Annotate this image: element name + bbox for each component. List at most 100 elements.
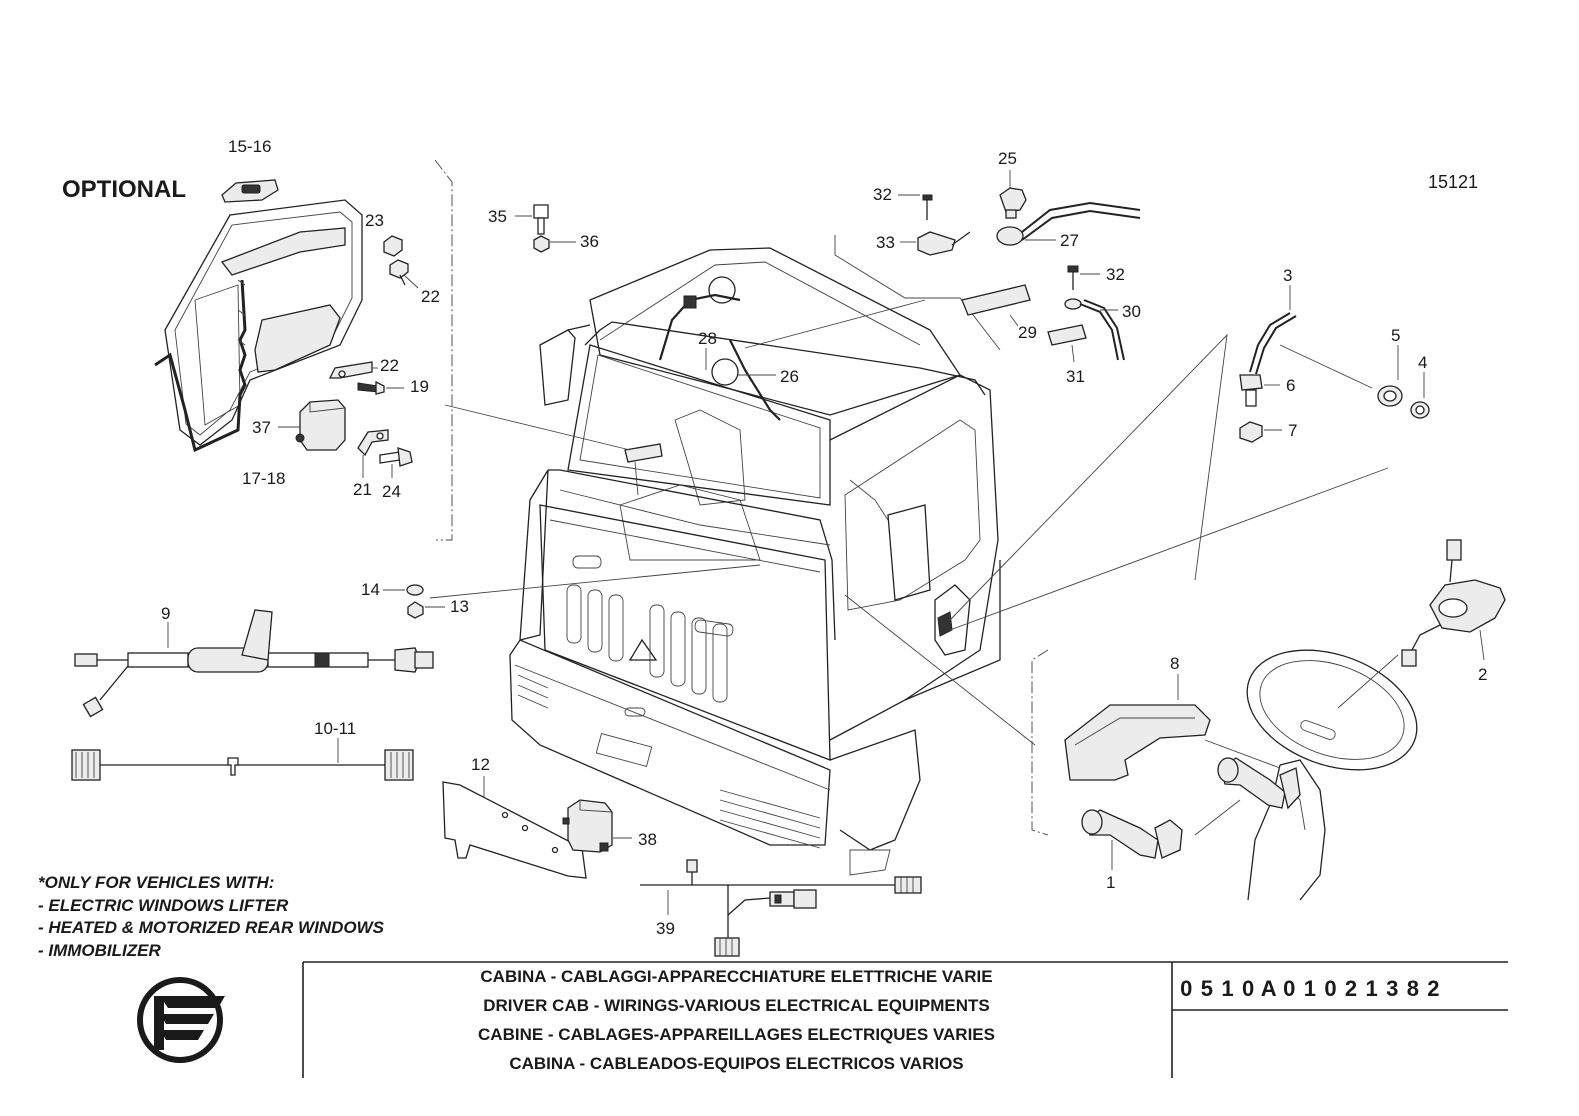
label-7: 7	[1288, 421, 1297, 440]
label-37: 37	[252, 418, 271, 437]
bolt-22	[379, 447, 413, 467]
nut-36	[533, 235, 550, 253]
part-code: 0 5 1 0 A 0 1 0 2 1 3 8 2	[1176, 972, 1506, 1006]
washer-14	[406, 584, 424, 596]
label-9: 9	[161, 604, 170, 623]
harness-9	[74, 609, 434, 718]
switch-15-16	[221, 179, 279, 203]
label-31: 31	[1066, 367, 1085, 386]
label-8: 8	[1170, 654, 1179, 673]
clock-spring-2	[1401, 539, 1506, 667]
title-spanish: CABINA - CABLEADOS-EQUIPOS ELECTRICOS VA…	[509, 1054, 964, 1073]
code-char: 0	[1283, 976, 1296, 1001]
label-38: 38	[638, 830, 657, 849]
harness-39	[640, 859, 922, 957]
label-12: 12	[471, 755, 490, 774]
stalk-switch-right	[1217, 757, 1301, 810]
title-block: CABINA - CABLAGGI-APPARECCHIATURE ELETTR…	[303, 962, 1170, 1078]
title-italian: CABINA - CABLAGGI-APPARECCHIATURE ELETTR…	[480, 967, 993, 986]
module-38	[562, 799, 613, 853]
label-plate-31	[1047, 324, 1087, 346]
label-24: 23	[365, 211, 384, 230]
ground-cable-30	[1064, 298, 1125, 361]
label-33: 33	[876, 233, 895, 252]
code-char: 3	[1386, 976, 1399, 1001]
nut-13	[407, 601, 424, 619]
label-10-11: 10-11	[314, 719, 356, 738]
label-15-16: 15-16	[228, 137, 271, 156]
driver-cab	[509, 247, 1001, 876]
stalk-switch-1	[1081, 809, 1183, 859]
label-3: 3	[1283, 266, 1292, 285]
label-29: 29	[1018, 323, 1037, 342]
bracket-12	[442, 781, 587, 879]
label-5: 5	[1391, 326, 1400, 345]
vehicle-notes: *ONLY FOR VEHICLES WITH: - ELECTRIC WIND…	[38, 872, 384, 962]
bracket-21	[357, 429, 389, 457]
screw-19	[357, 380, 385, 395]
label-plate-29	[961, 284, 1031, 316]
code-char: 5	[1200, 976, 1214, 1001]
label-39: 39	[656, 919, 675, 938]
nut-24	[383, 235, 403, 257]
steering-wheel	[1246, 649, 1418, 901]
label-30: 30	[1122, 302, 1141, 321]
code-char: A	[1260, 976, 1277, 1001]
sensor-cable-3	[1249, 312, 1297, 375]
label-23: 22	[421, 287, 440, 306]
bracket-20	[328, 361, 373, 379]
note-line: - HEATED & MOTORIZED REAR WINDOWS	[38, 918, 384, 937]
label-14: 14	[361, 580, 380, 599]
code-char: 2	[1344, 976, 1358, 1001]
cover-8	[1064, 704, 1211, 781]
label-28: 28	[698, 329, 717, 348]
nut-7	[1239, 421, 1263, 443]
bolt-35	[533, 204, 549, 235]
label-32-a: 32	[873, 185, 892, 204]
optional-label: OPTIONAL	[62, 176, 186, 203]
label-22: 24	[382, 482, 401, 501]
label-36: 36	[580, 232, 599, 251]
screw-32-b	[1067, 265, 1079, 290]
code-char: 0	[1180, 976, 1193, 1001]
label-20: 22	[380, 356, 399, 375]
label-25: 25	[998, 149, 1017, 168]
clip-33	[917, 231, 971, 256]
module-37	[295, 399, 346, 451]
note-line: *ONLY FOR VEHICLES WITH:	[38, 873, 275, 892]
sensor-6	[1239, 374, 1263, 407]
bolt-23	[389, 259, 409, 286]
grommet-cable-27	[996, 201, 1141, 246]
clamp-4	[1410, 401, 1430, 419]
door-panel	[154, 199, 363, 453]
code-char: 1	[1365, 976, 1378, 1001]
code-char: 1	[1303, 976, 1316, 1001]
screw-32-a	[922, 194, 933, 220]
label-17-18: 17-18	[242, 469, 285, 488]
label-6: 6	[1286, 376, 1295, 395]
clamp-5	[1377, 385, 1403, 407]
label-19: 19	[410, 377, 429, 396]
label-21: 21	[353, 480, 372, 499]
drawing-number: 15121	[1428, 172, 1478, 192]
code-char: 0	[1324, 976, 1337, 1001]
code-char: 0	[1241, 976, 1255, 1001]
label-4: 4	[1418, 353, 1427, 372]
label-27: 27	[1060, 231, 1079, 250]
code-char: 8	[1406, 976, 1419, 1001]
label-26: 26	[780, 367, 799, 386]
code-char: 1	[1221, 976, 1234, 1001]
code-char: 2	[1427, 976, 1440, 1001]
note-line: - ELECTRIC WINDOWS LIFTER	[38, 895, 289, 915]
label-13: 13	[450, 597, 469, 616]
label-1: 1	[1106, 873, 1115, 892]
plug-25	[999, 187, 1027, 219]
title-french: CABINE - CABLAGES-APPAREILLAGES ELECTRIQ…	[478, 1025, 995, 1044]
harness-10-11	[71, 749, 414, 781]
label-2: 2	[1478, 665, 1487, 684]
label-32-b: 32	[1106, 265, 1125, 284]
title-english: DRIVER CAB - WIRINGS-VARIOUS ELECTRICAL …	[483, 996, 990, 1015]
label-35: 35	[488, 207, 507, 226]
note-line: - IMMOBILIZER	[38, 940, 161, 960]
